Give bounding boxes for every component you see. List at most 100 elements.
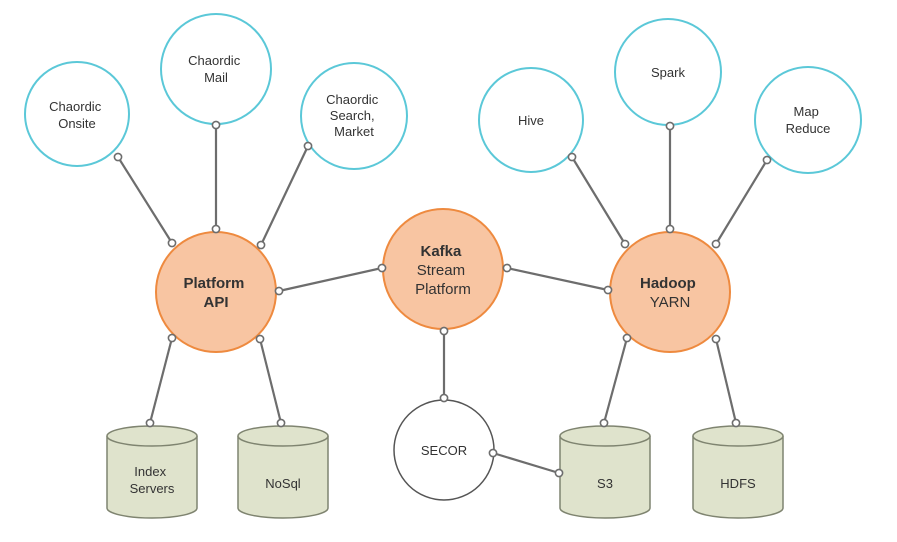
endpoint-search-to-platform-api-start bbox=[303, 141, 313, 151]
node-chaordic-mail: Chaordic Mail bbox=[160, 13, 272, 125]
endpoint-onsite-to-platform-api-end bbox=[167, 238, 177, 248]
hdfs-outline bbox=[692, 436, 784, 519]
endpoint-platform-api-to-nosql-start bbox=[255, 334, 265, 344]
chaordic-search-label-2: Search, bbox=[330, 108, 375, 123]
edges bbox=[117, 125, 768, 475]
edge-search-to-platform-api bbox=[260, 145, 309, 246]
node-chaordic-onsite: Chaordic Onsite bbox=[24, 61, 130, 167]
node-platform-api: Platform API bbox=[155, 231, 277, 353]
s3-body bbox=[560, 436, 650, 518]
node-kafka: Kafka Stream Platform bbox=[382, 208, 504, 330]
endpoint-platform-api-to-nosql-end bbox=[276, 418, 286, 428]
hdfs-body bbox=[693, 436, 783, 518]
endpoint-search-to-platform-api-end bbox=[256, 240, 266, 250]
endpoint-spark-to-hadoop-end bbox=[665, 224, 675, 234]
nosql-body bbox=[238, 436, 328, 518]
kafka-circle bbox=[383, 209, 503, 329]
chaordic-mail-label-2: Mail bbox=[204, 70, 228, 85]
endpoint-hadoop-to-s3-end bbox=[599, 418, 609, 428]
s3-outline bbox=[559, 436, 651, 519]
endpoint-hadoop-to-s3-start bbox=[622, 333, 632, 343]
nosql-top bbox=[238, 426, 328, 446]
endpoint-mail-to-platform-api-end bbox=[211, 224, 221, 234]
endpoint-platform-api-to-index-servers-start bbox=[167, 333, 177, 343]
s3-label: S3 bbox=[597, 476, 613, 491]
kafka-label-1: Kafka bbox=[420, 243, 462, 260]
svg-text:Index Servers: Index Servers bbox=[130, 464, 175, 496]
endpoint-platform-api-to-index-servers-end bbox=[145, 418, 155, 428]
index-servers-label-2: Servers bbox=[130, 481, 175, 496]
endpoint-platform-api-to-kafka-end bbox=[377, 263, 387, 273]
platform-api-label-2: API bbox=[203, 294, 228, 311]
svg-text:Map Reduce: Map Reduce bbox=[786, 104, 831, 136]
endpoint-hadoop-to-hdfs-start bbox=[711, 334, 721, 344]
chaordic-mail-circle bbox=[160, 13, 272, 125]
node-secor: SECOR bbox=[393, 399, 495, 501]
endpoint-map-reduce-to-hadoop-end bbox=[711, 239, 721, 249]
hive-circle bbox=[478, 67, 584, 173]
svg-text:Chaordic Onsite: Chaordic Onsite bbox=[49, 99, 105, 131]
endpoint-secor-to-s3-start bbox=[488, 448, 498, 458]
platform-api-circle bbox=[156, 232, 276, 352]
endpoint-secor-to-s3-end bbox=[554, 468, 564, 478]
db-nosql: NoSql bbox=[237, 425, 329, 519]
index-servers-label-1: Index bbox=[134, 464, 166, 479]
chaordic-onsite-label-2: Onsite bbox=[58, 116, 96, 131]
endpoint-platform-api-to-kafka-start bbox=[274, 286, 284, 296]
index-servers-outline bbox=[106, 436, 198, 519]
edge-hadoop-to-hdfs bbox=[714, 338, 738, 424]
hadoop-label-1: Hadoop bbox=[640, 275, 696, 292]
chaordic-search-circle bbox=[300, 62, 408, 170]
index-servers-top bbox=[107, 426, 197, 446]
hadoop-label-2: YARN bbox=[650, 294, 691, 311]
svg-text:HDFS: HDFS bbox=[720, 476, 756, 491]
endpoint-hive-to-hadoop-start bbox=[567, 152, 577, 162]
endpoint-map-reduce-to-hadoop-start bbox=[762, 155, 772, 165]
svg-text:Kafka Stream Platf: Kafka Stream Platform bbox=[415, 243, 471, 298]
node-spark: Spark bbox=[614, 18, 722, 126]
endpoint-hive-to-hadoop-end bbox=[620, 239, 630, 249]
endpoint-spark-to-hadoop-start bbox=[665, 121, 675, 131]
db-s3: S3 bbox=[559, 425, 651, 519]
index-servers-body bbox=[107, 436, 197, 518]
map-reduce-label-2: Reduce bbox=[786, 121, 831, 136]
endpoint-mail-to-platform-api-start bbox=[211, 120, 221, 130]
endpoint-kafka-to-hadoop-start bbox=[502, 263, 512, 273]
nosql-outline bbox=[237, 436, 329, 519]
chaordic-onsite-circle bbox=[24, 61, 130, 167]
svg-text:Platform API: Platform API bbox=[183, 275, 248, 311]
db-index-servers: Index Servers bbox=[106, 425, 198, 519]
endpoint-kafka-to-hadoop-end bbox=[603, 285, 613, 295]
hdfs-top bbox=[693, 426, 783, 446]
svg-text:Hadoop YARN: Hadoop YARN bbox=[640, 275, 700, 311]
hdfs-label: HDFS bbox=[720, 476, 756, 491]
node-chaordic-search: Chaordic Search, Market bbox=[300, 62, 408, 170]
chaordic-onsite-label-1: Chaordic bbox=[49, 99, 102, 114]
edge-hive-to-hadoop bbox=[571, 156, 626, 245]
s3-top bbox=[560, 426, 650, 446]
secor-label: SECOR bbox=[421, 443, 467, 458]
node-hive: Hive bbox=[478, 67, 584, 173]
db-hdfs: HDFS bbox=[692, 425, 784, 519]
chaordic-search-label-3: Market bbox=[334, 124, 374, 139]
edge-platform-api-to-nosql bbox=[258, 338, 283, 424]
svg-text:Chaordic Search, M: Chaordic Search, Market bbox=[326, 92, 382, 139]
chaordic-mail-label-1: Chaordic bbox=[188, 53, 241, 68]
edge-platform-api-to-index-servers bbox=[148, 337, 174, 424]
hive-label: Hive bbox=[518, 113, 544, 128]
endpoint-kafka-to-secor-end bbox=[439, 393, 449, 403]
endpoint-kafka-to-secor-start bbox=[439, 326, 449, 336]
platform-api-label-1: Platform bbox=[183, 275, 244, 292]
edge-onsite-to-platform-api bbox=[117, 156, 173, 244]
svg-text:Spark: Spark bbox=[651, 65, 685, 80]
svg-text:S3: S3 bbox=[597, 476, 613, 491]
svg-text:SECOR: SECOR bbox=[421, 443, 467, 458]
edge-secor-to-s3 bbox=[492, 451, 560, 475]
hadoop-circle bbox=[610, 232, 730, 352]
map-reduce-circle bbox=[754, 66, 862, 174]
svg-text:NoSql: NoSql bbox=[265, 476, 301, 491]
edge-map-reduce-to-hadoop bbox=[715, 159, 768, 245]
edge-hadoop-to-s3 bbox=[602, 337, 629, 424]
kafka-label-2: Stream bbox=[417, 262, 465, 279]
